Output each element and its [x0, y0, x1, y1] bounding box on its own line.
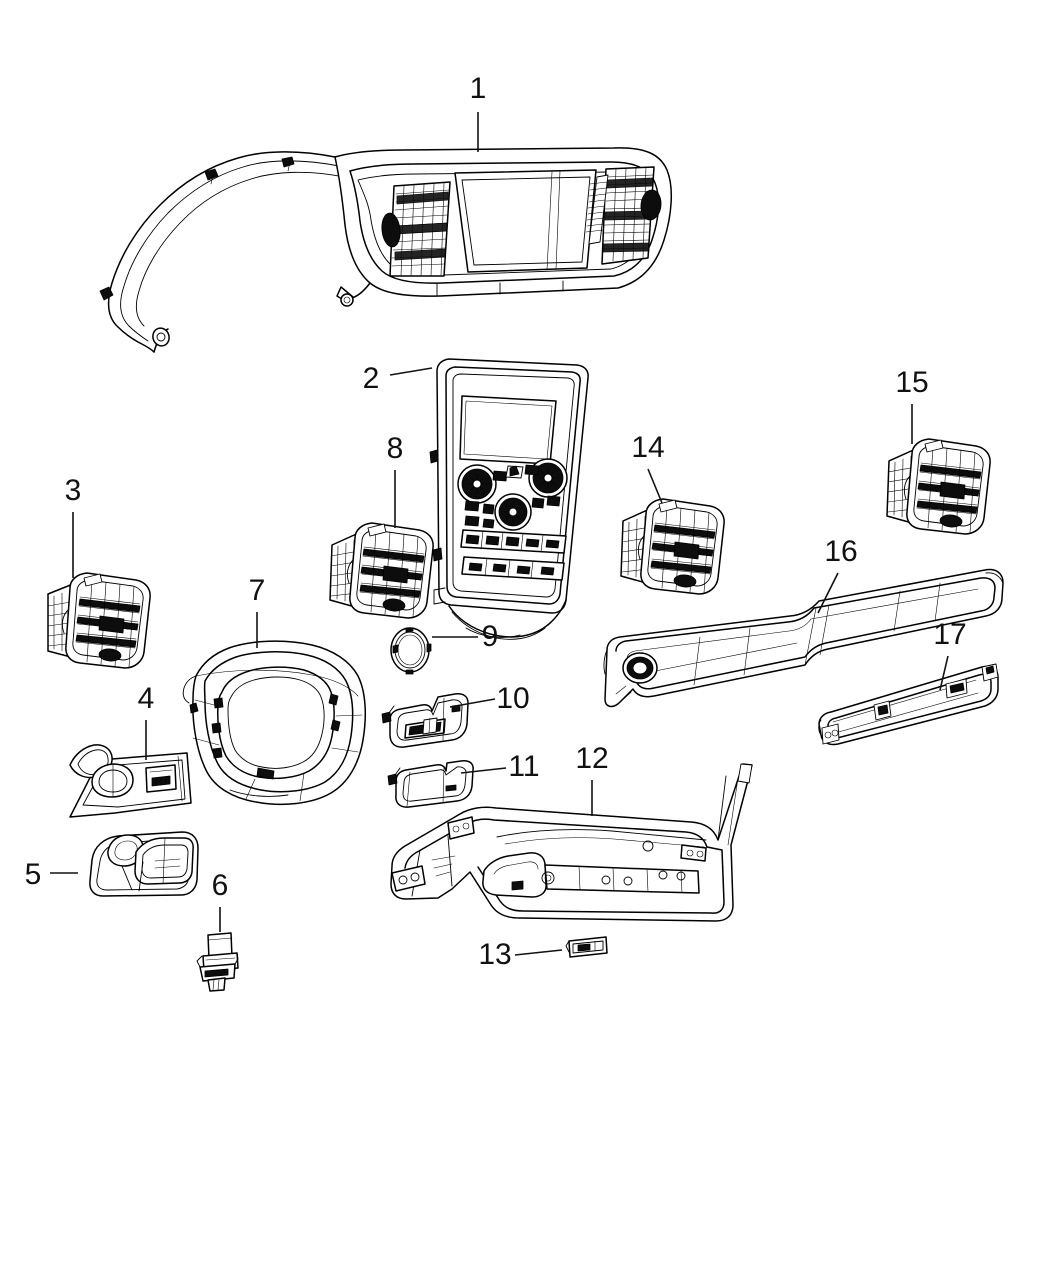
part-15-outboard-air-outlet-right: [886, 438, 991, 535]
callout-number-15: 15: [895, 366, 928, 399]
part-17-lower-applique-trim-strip: [818, 663, 999, 746]
leader-11: [460, 767, 507, 774]
callout-number-3: 3: [65, 474, 82, 507]
leader-14: [647, 468, 663, 504]
part-1-instrument-panel-center-bezel: [99, 147, 673, 353]
callout-number-11: 11: [508, 750, 539, 783]
callout-number-10: 10: [496, 682, 529, 715]
part-11-lower-bin-door-trim: [387, 760, 474, 808]
callout-number-9: 9: [482, 620, 499, 653]
callout-leader-lines: [50, 112, 949, 956]
callout-number-4: 4: [138, 682, 155, 715]
leader-2: [389, 367, 433, 376]
part-9-cigar-lighter-bezel-ring: [390, 627, 432, 675]
part-6-sunload-sensor: [196, 932, 239, 992]
bezel-left-vent-grille: [381, 181, 451, 277]
leader-17: [939, 655, 949, 691]
part-8-center-air-outlet-left: [329, 522, 434, 619]
part-12-console-base-substrate: [390, 763, 753, 922]
leader-16: [817, 572, 839, 614]
callout-number-7: 7: [249, 574, 266, 607]
part-14-center-air-outlet-right: [620, 498, 725, 595]
callout-number-17: 17: [933, 618, 966, 651]
callout-number-8: 8: [387, 432, 404, 465]
part-16-instrument-panel-side-trim-bar: [603, 568, 1004, 708]
bezel-right-vent-grille: [601, 166, 662, 265]
callout-number-2: 2: [363, 362, 380, 395]
part-10-storage-bin-handle-trim: [381, 693, 469, 748]
callout-numbers: 1 2 3 4 5 6 7 8 9 10 11 12 13 14 15 16 1…: [25, 72, 967, 971]
callout-number-14: 14: [631, 431, 664, 464]
callout-number-1: 1: [470, 72, 487, 105]
part-5-hood-release-handle: [89, 831, 199, 897]
leader-10: [449, 698, 496, 708]
callout-number-6: 6: [212, 869, 229, 902]
part-13-retaining-clip: [565, 936, 608, 958]
callout-number-16: 16: [824, 535, 857, 568]
leader-13: [514, 949, 563, 956]
part-3-outboard-air-outlet-left: [47, 572, 151, 669]
callout-number-5: 5: [25, 858, 42, 891]
part-2-center-stack-control-panel: [429, 358, 589, 640]
callout-number-12: 12: [575, 742, 608, 775]
part-4-instrument-panel-switch-bezel: [69, 744, 192, 818]
part-7-steering-column-opening-cover: [182, 640, 367, 806]
callout-number-13: 13: [478, 938, 511, 971]
